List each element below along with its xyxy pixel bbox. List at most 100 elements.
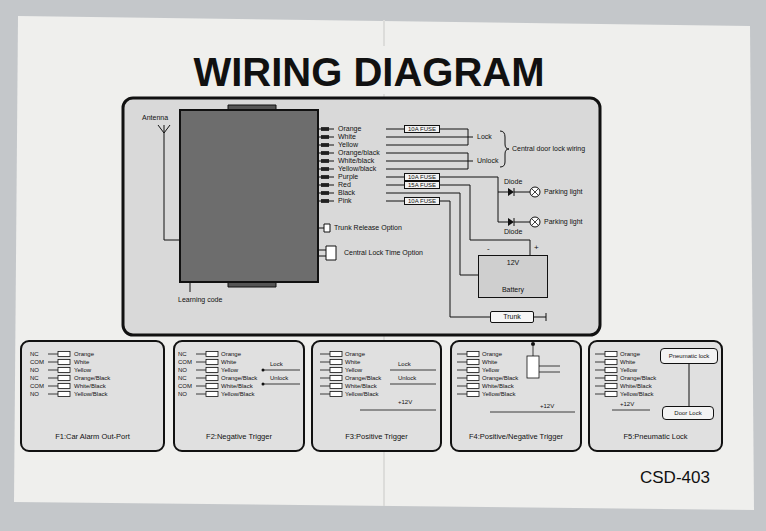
terminal-rows <box>48 352 70 397</box>
pneumatic-lock-box: Pneumatic lock <box>660 348 718 364</box>
lock-name: Pneumatic lock <box>669 353 710 360</box>
output-label: Lock <box>270 361 283 368</box>
contact-label: COM <box>178 383 192 390</box>
wire-color-label: White/black <box>338 157 374 165</box>
contact-label: NC <box>30 351 39 358</box>
trunk-label: Trunk <box>503 313 521 321</box>
contact-label: COM <box>30 359 44 366</box>
wire-color-label: Orange/Black <box>620 375 656 382</box>
wire-color-label: White <box>338 133 356 141</box>
output-label: Lock <box>398 361 411 368</box>
lamp-label: Parking light <box>544 218 583 226</box>
option-wiring <box>263 346 650 412</box>
wire-color-label: Yellow/Black <box>482 391 515 398</box>
wire-color-label: White/Black <box>221 383 253 390</box>
wire-color-label: Orange/Black <box>482 375 518 382</box>
connector-pins <box>321 127 329 203</box>
wiring-note: Central door lock wiring <box>512 145 585 153</box>
wire-color-label: White/Black <box>74 383 106 390</box>
wire-color-label: White/Black <box>345 383 377 390</box>
option-label: Trunk Release Option <box>334 224 402 232</box>
option-label: Central Lock Time Option <box>344 249 423 257</box>
wire-color-label: Orange <box>74 351 94 358</box>
lock-label: Unlock <box>477 157 498 165</box>
wire-color-label: White <box>620 359 635 366</box>
wire-color-label: Orange <box>338 125 361 133</box>
fuse-rating: 15A FUSE <box>408 182 436 188</box>
wire-color-label: White <box>221 359 236 366</box>
wire-color-label: White/Black <box>620 383 652 390</box>
terminal-rows <box>196 352 218 397</box>
wire-color-label: Yellow <box>345 367 362 374</box>
wire-color-label: Yellow <box>620 367 637 374</box>
wire-color-label: Yellow <box>482 367 499 374</box>
lock-label: Lock <box>477 133 492 141</box>
wire-color-label: Yellow/Black <box>620 391 653 398</box>
contact-label: NO <box>30 391 39 398</box>
wire-color-label: Orange/Black <box>221 375 257 382</box>
wire-connector <box>689 364 690 406</box>
main-panel <box>123 98 600 335</box>
option-panel: F5:Pneumatic Lock Pneumatic lockDoor Lock <box>588 340 723 452</box>
panel-ground <box>20 340 165 452</box>
panel-caption: F1:Car Alarm Out-Port <box>55 433 130 441</box>
lamp-filament <box>532 189 539 226</box>
trunk-latch: Trunk <box>490 311 534 323</box>
terminal-rows <box>595 352 617 397</box>
wire-color-label: Yellow/black <box>338 165 376 173</box>
output-label: Unlock <box>270 375 288 382</box>
wire-color-label: Orange <box>482 351 502 358</box>
fuse-box: 10A FUSE <box>404 197 440 205</box>
panel-caption: F5:Pneumatic Lock <box>623 433 687 441</box>
wire-color-label: Pink <box>338 197 352 205</box>
wire-color-label: Yellow/Black <box>221 391 254 398</box>
wire-color-label: White/Black <box>482 383 514 390</box>
lock-name: Door Lock <box>674 410 701 417</box>
door-lock-box: Door Lock <box>662 406 714 420</box>
wire-color-label: Yellow <box>221 367 238 374</box>
contact-label: NC <box>30 375 39 382</box>
model-number: CSD-403 <box>640 469 710 488</box>
alarm-module <box>180 110 318 282</box>
battery-box: 12VBattery <box>478 255 548 298</box>
fuse-rating: 10A FUSE <box>408 126 436 132</box>
option-panel: F4:Positive/Negative Trigger <box>450 340 582 452</box>
contact-label: NO <box>178 367 187 374</box>
fuse-box: 15A FUSE <box>404 181 440 189</box>
contact-label: NC <box>178 351 187 358</box>
wire-color-label: Red <box>338 181 351 189</box>
fuse-rating: 10A FUSE <box>408 198 436 204</box>
fuse-box: 10A FUSE <box>404 173 440 181</box>
wire-color-label: Orange/Black <box>345 375 381 382</box>
switch-contact <box>262 369 265 372</box>
voltage-label: +12V <box>540 403 554 410</box>
wire-color-label: Orange <box>345 351 365 358</box>
terminal-sign: + <box>534 244 539 253</box>
wire-connector <box>440 185 530 255</box>
wire-color-label: White <box>345 359 360 366</box>
voltage-label: +12V <box>398 399 412 406</box>
diagram-title: WIRING DIAGRAM <box>193 50 544 94</box>
diode-label: Diode <box>504 178 522 186</box>
panel-ground <box>588 340 723 452</box>
wire-color-label: Orange/Black <box>74 375 110 382</box>
terminal-rows <box>320 352 342 397</box>
panel-ground <box>173 340 305 452</box>
fuse-box: 10A FUSE <box>404 125 440 133</box>
wire-color-label: Yellow <box>74 367 91 374</box>
output-label: Unlock <box>398 375 416 382</box>
contact-label: NO <box>178 391 187 398</box>
wire-color-label: Yellow/Black <box>74 391 107 398</box>
diode-symbol <box>508 188 514 226</box>
contact-label: COM <box>178 359 192 366</box>
panel-caption: F2:Negative Trigger <box>206 433 272 441</box>
option-label: Learning code <box>178 296 222 304</box>
antenna-label: Antenna <box>142 114 168 122</box>
switch-contact <box>262 383 265 386</box>
wire-color-label: White <box>74 359 89 366</box>
wire-color-label: White <box>482 359 497 366</box>
fuse-rating: 10A FUSE <box>408 174 436 180</box>
contact-label: NO <box>30 367 39 374</box>
battery-label: 12V <box>507 259 519 267</box>
